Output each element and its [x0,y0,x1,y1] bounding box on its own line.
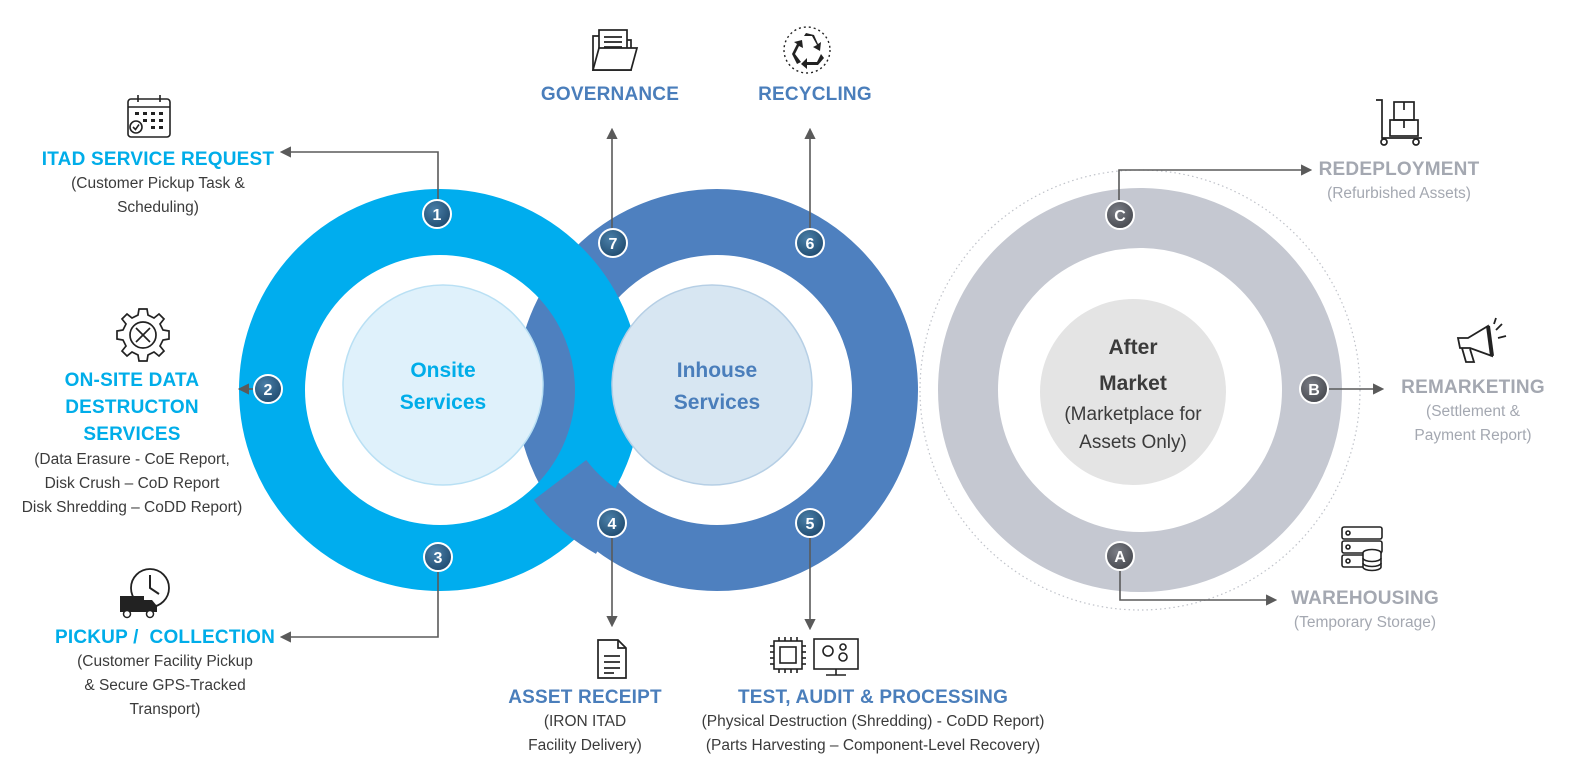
step-2-desc-line2: Disk Crush – CoD Report [44,475,220,492]
step-3-desc-line2: & Secure GPS-Tracked [84,677,246,694]
step-2-desc-line3: Disk Shredding – CoDD Report) [21,499,243,516]
truck-clock-icon [120,568,170,619]
step-2-label: ON-SITE DATA DESTRUCTON SERVICES (Data E… [2,367,262,520]
badge-2: 2 [253,374,283,404]
aftermarket-hub-line1: After [1108,336,1158,359]
svg-text:7: 7 [609,236,618,253]
svg-text:5: 5 [806,516,815,533]
step-b-title: REMARKETING [1401,377,1545,398]
inhouse-ring [516,189,918,591]
step-7-label: GOVERNANCE [520,83,700,107]
step-4-desc-line1: (IRON ITAD [543,713,627,730]
svg-text:B: B [1308,382,1320,399]
inhouse-hub-label: Inhouse Services [637,355,797,419]
onsite-hub-line1: Onsite [410,359,476,382]
badge-1: 1 [422,199,452,229]
step-2-desc-line1: (Data Erasure - CoE Report, [34,451,230,468]
hand-truck-icon [1376,99,1422,146]
aftermarket-hub [1040,299,1226,485]
step-b-desc-line1: (Settlement & [1426,403,1520,420]
inhouse-hub-line1: Inhouse [676,359,758,382]
arrow-step-c [1118,164,1313,200]
badge-c: C [1105,200,1135,230]
step-c-title: REDEPLOYMENT [1318,159,1480,180]
step-4-title: ASSET RECEIPT [508,687,662,708]
step-6-title: RECYCLING [758,84,872,105]
step-4-label: ASSET RECEIPT (IRON ITAD Facility Delive… [485,686,685,758]
inhouse-hub-line2: Services [673,391,761,414]
onsite-hub [342,284,544,486]
arrow-step-a [1119,570,1278,606]
storage-server-icon [1341,526,1383,572]
step-3-desc-line3: Transport) [129,701,201,718]
step-4-desc-line2: Facility Delivery) [528,737,642,754]
megaphone-icon [1456,317,1507,363]
step-3-label: PICKUP / COLLECTION (Customer Facility P… [25,626,305,722]
aftermarket-hub-line4: Assets Only) [1079,432,1187,453]
onsite-hub-line2: Services [399,391,487,414]
step-5-label: TEST, AUDIT & PROCESSING (Physical Destr… [668,686,1078,758]
step-b-desc-line2: Payment Report) [1414,427,1532,444]
step-5-desc-line2: (Parts Harvesting – Component-Level Reco… [705,737,1041,754]
svg-text:A: A [1114,549,1126,566]
aftermarket-hub-line3: (Marketplace for [1064,404,1202,425]
badge-4: 4 [597,508,627,538]
badge-3: 3 [423,542,453,572]
onsite-hub-label: Onsite Services [363,355,523,419]
svg-text:C: C [1114,208,1126,225]
arrow-step-3 [279,570,439,643]
badge-6: 6 [795,228,825,258]
badge-5: 5 [795,508,825,538]
step-3-title: PICKUP / COLLECTION [54,627,276,648]
folder-icon [591,29,639,71]
step-c-desc-line1: (Refurbished Assets) [1327,185,1471,202]
badge-b: B [1299,374,1329,404]
step-1-label: ITAD SERVICE REQUEST (Customer Pickup Ta… [18,148,298,220]
step-c-label: REDEPLOYMENT (Refurbished Assets) [1299,158,1499,206]
inhouse-hub [611,284,813,486]
step-2-title-line1: ON-SITE DATA [64,370,200,391]
gear-tools-icon [116,308,170,362]
step-1-desc-line1: (Customer Pickup Task & [71,175,245,192]
step-a-label: WAREHOUSING (Temporary Storage) [1265,587,1465,635]
step-7-title: GOVERNANCE [540,84,680,105]
svg-text:3: 3 [434,550,443,567]
step-6-label: RECYCLING [735,83,895,107]
step-3-desc-line1: (Customer Facility Pickup [77,653,253,670]
svg-text:6: 6 [806,236,815,253]
svg-text:2: 2 [264,382,273,399]
aftermarket-hub-label: After Market (Marketplace for Assets Onl… [1053,329,1213,457]
step-1-desc-line2: Scheduling) [117,199,199,216]
svg-text:4: 4 [608,516,617,533]
chip-monitor-icon [770,637,859,676]
arrow-step-1 [279,146,439,200]
step-a-title: WAREHOUSING [1291,588,1439,609]
step-2-title-line3: SERVICES [83,424,181,445]
document-icon [597,639,627,679]
aftermarket-hub-line2: Market [1099,372,1167,395]
badge-7: 7 [598,228,628,258]
badge-a: A [1105,541,1135,571]
step-b-label: REMARKETING (Settlement & Payment Report… [1393,376,1553,448]
step-1-title: ITAD SERVICE REQUEST [41,149,275,170]
svg-text:1: 1 [433,207,442,224]
step-2-title-line2: DESTRUCTON [65,397,199,418]
step-a-desc-line1: (Temporary Storage) [1293,614,1437,631]
recycle-icon [783,26,831,74]
step-5-title: TEST, AUDIT & PROCESSING [737,687,1009,708]
step-5-desc-line1: (Physical Destruction (Shredding) - CoDD… [701,713,1045,730]
calendar-check-icon [127,95,171,138]
